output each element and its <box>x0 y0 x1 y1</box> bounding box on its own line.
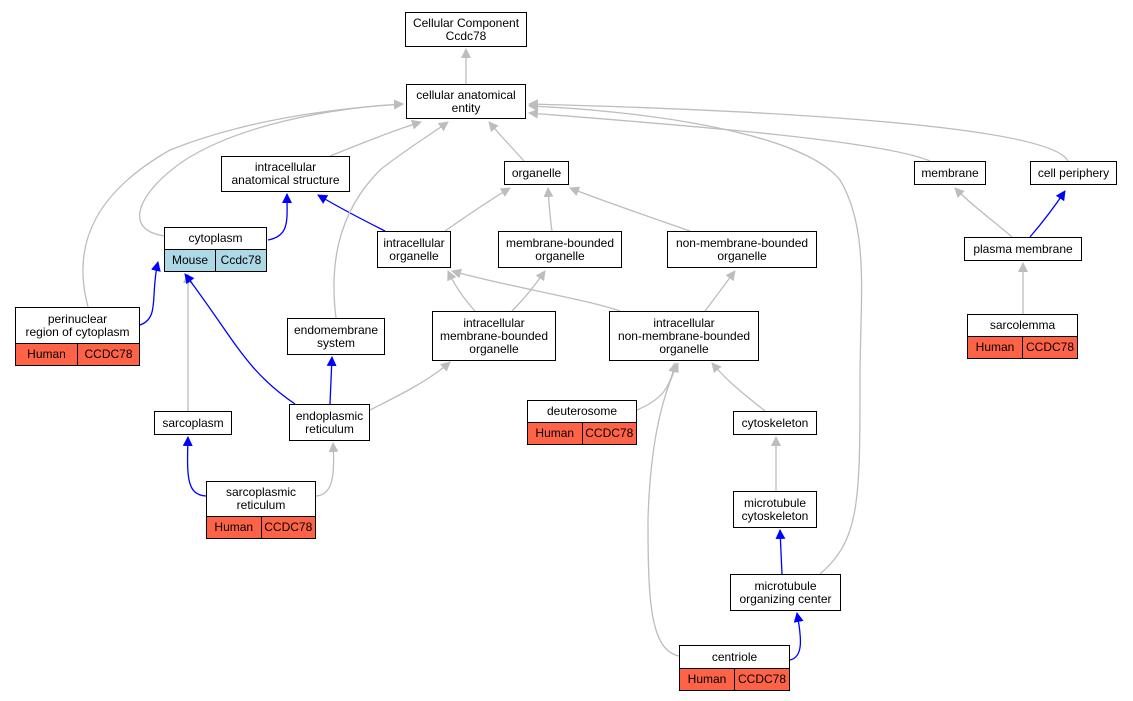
node-intracellular-anatomical-structure[interactable]: intracellular anatomical structure <box>221 156 350 192</box>
edge-is-a-sr-to-er <box>315 442 339 497</box>
edge-is-a-intraorg-to-organelle <box>444 187 511 232</box>
edge-is-a-perinuc-to-cae <box>82 99 404 308</box>
species-cell: Human <box>975 340 1015 354</box>
edge-is-a-nmbo-to-organelle <box>569 186 691 232</box>
edge-part-of-plasmamem-to-cellperiphery <box>1029 190 1066 238</box>
node-label: intracellular organelle <box>383 235 445 263</box>
node-label: intracellular anatomical structure <box>231 160 340 187</box>
edge-part-of-centriole-to-mtoc <box>789 612 804 661</box>
edge-part-of-er-to-cytoplasm <box>184 273 296 405</box>
node-intracellular-non-membrane-bounded-organelle[interactable]: intracellular non-membrane-bounded organ… <box>609 311 759 361</box>
node-cellular-anatomical-entity[interactable]: cellular anatomical entity <box>406 84 526 119</box>
node-label: Cellular Component Ccdc78 <box>412 15 520 43</box>
node-microtubule-organizing-center[interactable]: microtubule organizing center <box>730 574 841 611</box>
node-deuterosome[interactable]: deuterosome Human CCDC78 <box>527 400 637 445</box>
node-membrane[interactable]: membrane <box>914 161 986 185</box>
edge-is-a-endomem-to-cae <box>333 121 449 319</box>
node-label: non-membrane-bounded organelle <box>675 235 809 263</box>
edge-part-of-intraorg-to-ias <box>317 194 386 232</box>
node-label: sarcoplasm <box>162 415 224 430</box>
annotation-row: Human CCDC78 <box>680 668 789 690</box>
node-intracellular-membrane-bounded-organelle[interactable]: intracellular membrane-bounded organelle <box>432 311 556 361</box>
edge-is-a-plasmamem-to-membrane <box>954 187 1013 238</box>
edge-is-a-er-to-imbo <box>369 361 451 411</box>
gene-cell: CCDC78 <box>1022 337 1077 358</box>
node-label: cell periphery <box>1037 165 1110 180</box>
node-label: sarcoplasmic reticulum <box>225 485 297 512</box>
edge-is-a-organelle-to-cae <box>488 121 525 162</box>
node-plasma-membrane[interactable]: plasma membrane <box>964 237 1082 261</box>
node-intracellular-organelle[interactable]: intracellular organelle <box>377 231 451 268</box>
node-label: centriole <box>711 649 758 664</box>
node-endoplasmic-reticulum[interactable]: endoplasmic reticulum <box>289 404 370 441</box>
node-label: deuterosome <box>546 404 618 418</box>
annotation-row: Human CCDC78 <box>16 343 139 365</box>
edge-is-a-inmbo-to-intraorg <box>451 268 621 312</box>
node-label: cellular anatomical entity <box>416 87 516 115</box>
node-sarcoplasmic-reticulum[interactable]: sarcoplasmic reticulum Human CCDC78 <box>206 481 316 539</box>
edge-is-a-imbo-to-mbo <box>511 270 546 312</box>
species-cell: Mouse <box>171 253 209 267</box>
node-label: membrane <box>921 165 979 180</box>
edge-part-of-cytoplasm-to-ias <box>267 193 293 241</box>
node-organelle[interactable]: organelle <box>504 161 569 185</box>
species-cell: Human <box>535 426 575 440</box>
node-label: perinuclear region of cytoplasm <box>25 311 130 339</box>
node-microtubule-cytoskeleton[interactable]: microtubule cytoskeleton <box>733 491 817 528</box>
node-perinuclear-region-of-cytoplasm[interactable]: perinuclear region of cytoplasm Human CC… <box>15 307 140 366</box>
node-label: cytoskeleton <box>741 415 809 430</box>
edge-is-a-mtoc-to-cae <box>528 101 863 575</box>
node-label: endomembrane system <box>293 322 379 350</box>
node-sarcolemma[interactable]: sarcolemma Human CCDC78 <box>967 314 1078 359</box>
annotation-row: Human CCDC78 <box>207 516 315 538</box>
species-cell: Human <box>214 520 254 534</box>
node-cytoplasm[interactable]: cytoplasm Mouse Ccdc78 <box>164 227 267 272</box>
node-label: plasma membrane <box>973 241 1073 256</box>
node-centriole[interactable]: centriole Human CCDC78 <box>679 645 790 691</box>
edge-part-of-perinuc-to-cytoplasm <box>139 261 161 326</box>
species-cell: Human <box>27 347 66 361</box>
node-label: membrane-bounded organelle <box>505 235 615 263</box>
node-label: intracellular non-membrane-bounded organ… <box>617 315 751 356</box>
edge-is-a-cellperiphery-to-cae <box>528 99 1069 162</box>
node-endomembrane-system[interactable]: endomembrane system <box>287 318 385 355</box>
gene-cell: CCDC78 <box>260 517 316 538</box>
node-label: microtubule organizing center <box>739 578 832 606</box>
node-label: endoplasmic reticulum <box>295 408 364 436</box>
edge-part-of-er-to-endomem <box>326 356 337 405</box>
node-label: intracellular membrane-bounded organelle <box>439 315 549 356</box>
node-label: microtubule cytoskeleton <box>741 495 809 523</box>
annotation-row: Human CCDC78 <box>528 422 636 444</box>
edge-is-a-cytoskeleton-to-inmbo <box>711 362 766 412</box>
node-cell-periphery[interactable]: cell periphery <box>1030 161 1117 185</box>
node-label: cytoplasm <box>188 231 243 245</box>
edge-part-of-sr-to-sarcoplasm <box>182 436 207 497</box>
annotation-row: Mouse Ccdc78 <box>165 249 266 271</box>
node-sarcoplasm[interactable]: sarcoplasm <box>154 411 232 435</box>
edge-is-a-membrane-to-cae <box>528 108 931 162</box>
node-membrane-bounded-organelle[interactable]: membrane-bounded organelle <box>498 231 622 268</box>
gene-cell: Ccdc78 <box>215 250 266 271</box>
edge-part-of-mtoc-to-mtcyto <box>775 529 786 575</box>
node-non-membrane-bounded-organelle[interactable]: non-membrane-bounded organelle <box>667 231 817 268</box>
edge-is-a-centriole-to-inmbo <box>647 362 680 657</box>
gene-cell: CCDC78 <box>581 423 637 444</box>
species-cell: Human <box>687 672 727 686</box>
edge-is-a-imbo-to-intraorg <box>447 270 476 312</box>
node-label: sarcolemma <box>989 318 1056 332</box>
edge-is-a-inmbo-to-nmbo <box>704 270 736 312</box>
node-cellular-component[interactable]: Cellular Component Ccdc78 <box>405 12 527 47</box>
edge-is-a-ias-to-cae <box>329 119 422 157</box>
gene-cell: CCDC78 <box>77 344 139 365</box>
node-label: organelle <box>511 165 562 180</box>
gene-cell: CCDC78 <box>734 669 789 690</box>
edge-is-a-deuterosome-to-inmbo <box>636 362 679 411</box>
edge-is-a-cytoplasm-to-cae <box>139 99 404 237</box>
edge-is-a-mbo-to-organelle <box>543 187 554 232</box>
annotation-row: Human CCDC78 <box>968 336 1077 358</box>
node-cytoskeleton[interactable]: cytoskeleton <box>733 411 817 435</box>
